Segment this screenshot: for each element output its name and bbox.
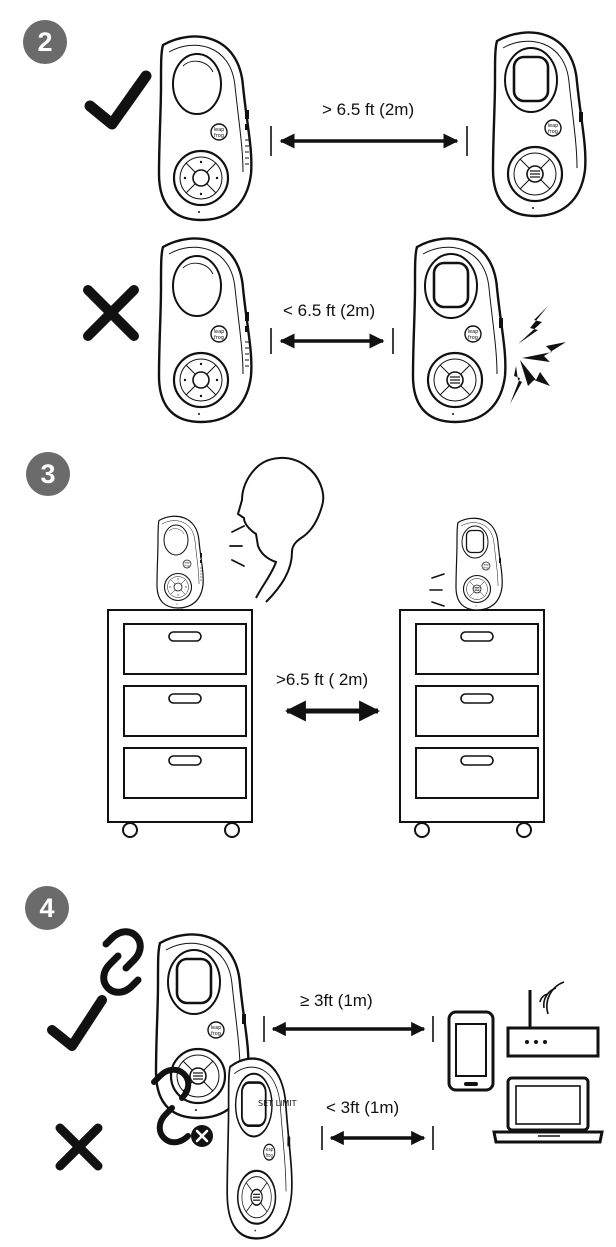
far-distance-label: > 6.5 ft (2m) bbox=[322, 100, 415, 119]
smartphone-icon bbox=[447, 1010, 495, 1092]
baby-unit-sound-icon bbox=[429, 573, 445, 607]
checkmark-icon bbox=[84, 70, 152, 130]
head-silhouette bbox=[236, 457, 325, 603]
near-distance-label: < 6.5 ft (2m) bbox=[283, 301, 376, 320]
step-4-badge: 4 bbox=[25, 886, 69, 930]
laptop-icon bbox=[492, 1076, 604, 1144]
step-3-badge: 3 bbox=[26, 452, 70, 496]
sound-waves-icon bbox=[229, 525, 245, 567]
feedback-noise-icon bbox=[510, 306, 566, 404]
chain-link-icon bbox=[100, 928, 144, 996]
wifi-router-icon bbox=[506, 981, 600, 1058]
router-near-label: < 3ft (1m) bbox=[326, 1098, 400, 1117]
cross-icon bbox=[83, 285, 139, 341]
checkmark-icon bbox=[47, 995, 107, 1051]
cross-icon bbox=[55, 1123, 103, 1171]
device-screen-text: SET LIMIT bbox=[258, 1099, 297, 1108]
broken-link-icon bbox=[151, 1066, 192, 1146]
router-far-label: ≥ 3ft (1m) bbox=[300, 991, 373, 1010]
room-distance-label: >6.5 ft ( 2m) bbox=[276, 670, 369, 689]
step-2-badge: 2 bbox=[23, 20, 67, 64]
